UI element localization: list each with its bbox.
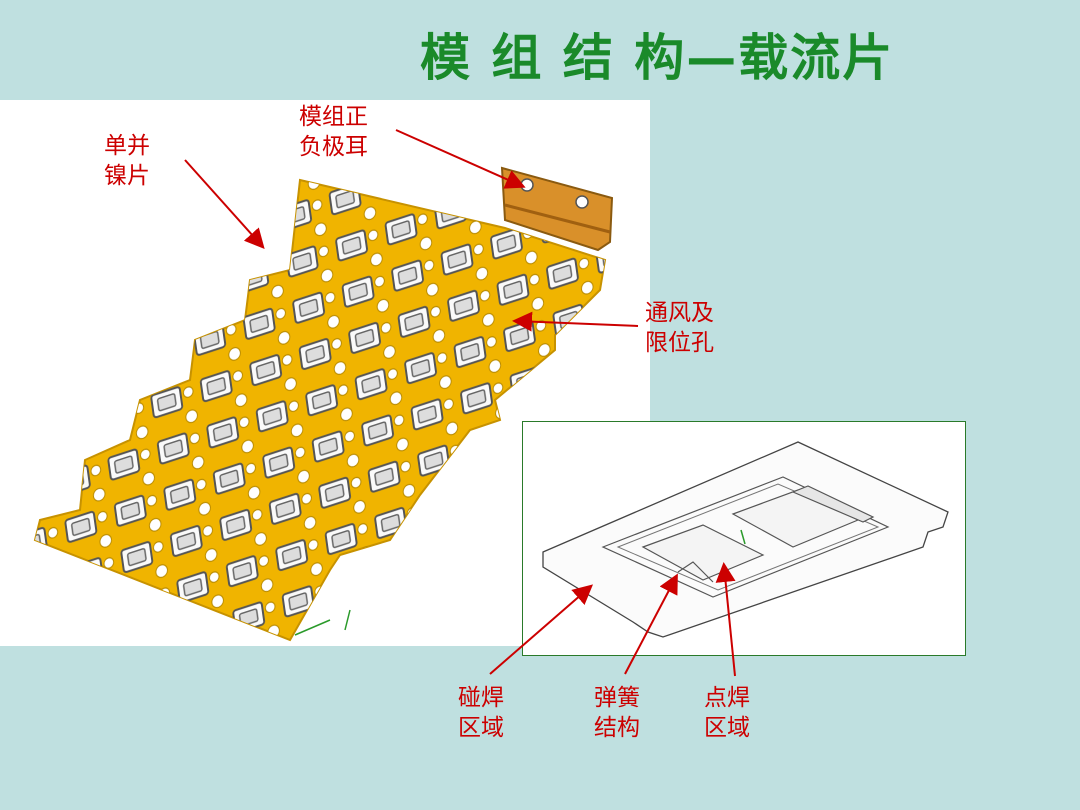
label-electrode-tab: 模组正 负极耳 <box>299 102 368 162</box>
label-vent-holes: 通风及 限位孔 <box>645 298 714 358</box>
plate-diagram-panel <box>0 100 650 646</box>
label-spot-weld: 点焊 区域 <box>704 683 750 743</box>
label-collision-line1: 碰焊 <box>458 685 504 711</box>
label-nickel-sheet: 单并 镍片 <box>104 131 150 191</box>
label-collision-weld: 碰焊 区域 <box>458 683 504 743</box>
plate-diagram <box>33 166 614 642</box>
label-vent-line1: 通风及 <box>645 300 714 326</box>
label-spring-line1: 弹簧 <box>594 685 640 711</box>
label-nickel-line2: 镍片 <box>104 163 150 189</box>
label-tab-line1: 模组正 <box>299 104 368 130</box>
label-spring-line2: 结构 <box>594 715 640 741</box>
detail-plate-outline <box>542 441 949 638</box>
label-spring-structure: 弹簧 结构 <box>594 683 640 743</box>
label-nickel-line1: 单并 <box>104 133 150 159</box>
label-vent-line2: 限位孔 <box>645 330 714 356</box>
cell-detail-diagram <box>542 441 949 638</box>
slide-title: 模 组 结 构—载流片 <box>420 29 895 87</box>
cell-detail-panel <box>522 421 966 656</box>
spring-ridge <box>791 485 875 523</box>
label-spot-line1: 点焊 <box>704 685 750 711</box>
label-spot-line2: 区域 <box>704 715 750 741</box>
label-tab-line2: 负极耳 <box>299 134 368 160</box>
label-collision-line2: 区域 <box>458 715 504 741</box>
